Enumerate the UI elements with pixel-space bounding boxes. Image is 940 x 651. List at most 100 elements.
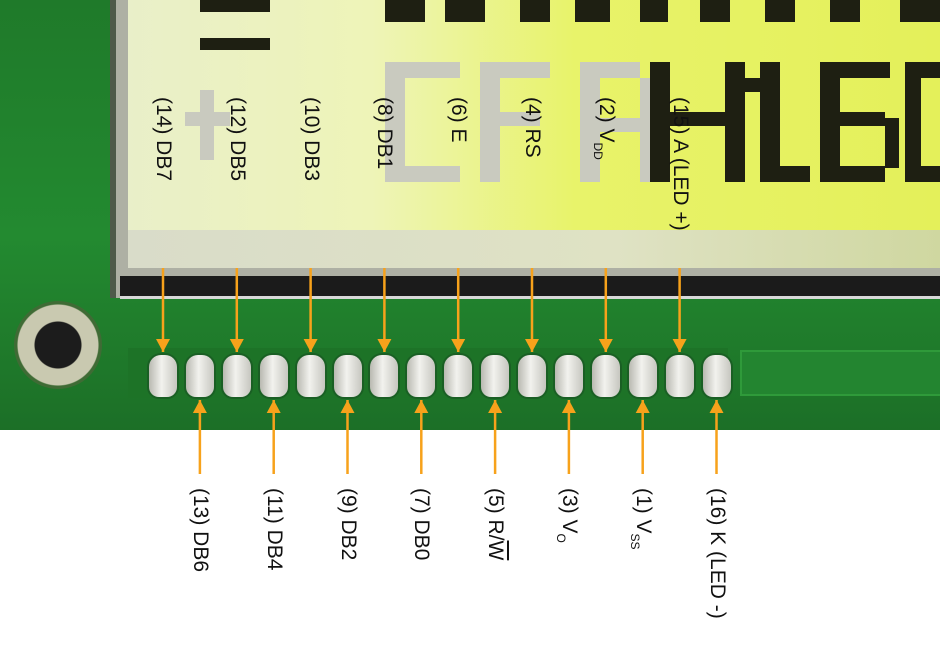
connector-pin	[665, 355, 694, 397]
pin-label-bottom: (9) DB2	[336, 488, 360, 560]
connector-pin	[702, 355, 731, 397]
pin-label-text: (15) A (LED +)	[668, 97, 692, 231]
pin-label-top: (15) A (LED +)	[668, 97, 692, 231]
lcd-pixel-block	[200, 38, 270, 50]
connector-pin	[591, 355, 620, 397]
pin-label-text: (12) DB5	[225, 97, 249, 182]
lcd-pixel-block	[725, 62, 745, 182]
pin-label-bottom: (1) VSS	[628, 488, 655, 550]
pin-arrow-head	[635, 400, 650, 413]
pin-label-subscript: O	[553, 533, 568, 543]
pin-label-text: (1) V	[631, 488, 655, 534]
pin-arrow-head	[414, 400, 429, 413]
pin-label-bottom: (3) VO	[554, 488, 581, 543]
pin-label-text: (9) DB2	[336, 488, 360, 561]
pin-label-bottom: (7) DB0	[409, 488, 433, 560]
pin-arrow-head	[192, 400, 207, 413]
lcd-pixel-block	[445, 0, 485, 22]
pin-label-text: (4) RS	[521, 97, 544, 158]
pin-label-bottom: (13) DB6	[188, 488, 212, 572]
lcd-pixel-block	[385, 62, 405, 182]
pin-label-top: (12) DB5	[225, 97, 249, 181]
pin-label-top: (2) VDD	[591, 97, 618, 160]
pin-arrow-head	[156, 339, 170, 352]
pin-label-subscript: DD	[590, 142, 605, 160]
pin-label-text: (16) K (LED -)	[705, 488, 729, 619]
lcd-pixel-block	[885, 118, 899, 168]
lcd-pixel-block	[840, 166, 885, 182]
pcb-trace-area	[740, 350, 940, 396]
pin-label-top: (14) DB7	[151, 97, 175, 181]
pin-label-bottom: (5) R/W	[483, 488, 507, 560]
pin-arrow-head	[303, 339, 318, 352]
lcd-pixel-block	[905, 166, 940, 182]
lcd-lower-band	[128, 230, 940, 268]
lcd-pixel-block	[385, 0, 425, 22]
pin-arrow-head	[598, 339, 613, 352]
lcd-pixel-block	[905, 78, 921, 182]
lcd-pixel-block	[650, 62, 670, 182]
lcd-pixel-block	[700, 0, 730, 22]
mounting-hole	[14, 301, 102, 389]
connector-pin	[554, 355, 583, 397]
pin-label-text: (6) E	[447, 97, 471, 143]
pin-label-text: (14) DB7	[152, 97, 175, 182]
pin-label-text: (7) DB0	[410, 488, 434, 561]
lcd-pixel-block	[840, 62, 890, 78]
connector-pin	[518, 355, 546, 397]
pin-arrow-head	[229, 339, 244, 352]
pin-arrow-head	[451, 339, 466, 352]
lcd-pixel-block	[185, 112, 230, 126]
connector-pin	[149, 355, 177, 397]
pin-label-top: (8) DB1	[372, 97, 396, 169]
pin-label-text: (3) V	[557, 488, 581, 534]
pin-label-top: (4) RS	[520, 97, 544, 158]
connector-pin	[370, 355, 399, 397]
connector-pin	[259, 355, 288, 397]
pin-label-text: (5) R/	[484, 488, 508, 541]
lcd-pixel-block	[830, 0, 860, 22]
lcd-pixel-block	[745, 78, 760, 92]
pin-arrow-head	[377, 339, 392, 352]
lcd-pixel-block	[500, 62, 550, 78]
connector-pin	[444, 355, 473, 397]
connector-pin	[185, 355, 214, 397]
pin-arrow-head	[340, 400, 355, 413]
lcd-pixel-block	[820, 62, 840, 182]
pin-label-bottom: (16) K (LED -)	[705, 488, 729, 619]
lcd-pixel-block	[580, 62, 600, 182]
pin-label-text: (8) DB1	[373, 97, 397, 170]
lcd-pixel-block	[405, 62, 460, 78]
lcd-pixel-block	[405, 166, 460, 182]
lcd-pixel-block	[520, 0, 550, 22]
lcd-pixel-block	[670, 112, 725, 126]
pin-label-text: (2) V	[594, 97, 618, 143]
connector-pin	[407, 355, 436, 397]
pin-arrow-head	[561, 400, 576, 413]
connector-pin	[481, 355, 510, 397]
pin-label-subscript: SS	[627, 533, 642, 550]
connector-pin	[628, 355, 657, 397]
pin-label-bottom: (11) DB4	[262, 488, 286, 570]
connector-pin	[333, 355, 362, 397]
pin-label-text: (10) DB3	[299, 97, 323, 182]
pin-arrow-head	[672, 339, 687, 352]
lcd-pixel-block	[600, 62, 640, 78]
pin-arrow-head	[525, 339, 539, 352]
connector-pin	[296, 355, 325, 397]
pin-arrow-head	[488, 400, 503, 413]
bezel-rail	[120, 276, 940, 299]
lcd-pixel-block	[905, 62, 940, 78]
lcd-pixel-block	[600, 118, 640, 132]
lcd-pixel-block	[760, 62, 780, 182]
lcd-pixel-block	[575, 0, 610, 22]
pin-label-text: (11) DB4	[262, 488, 286, 571]
pin-arrow-head	[709, 400, 724, 413]
connector-pin	[222, 355, 251, 397]
lcd-pixel-block	[840, 112, 885, 126]
lcd-pixel-block	[900, 0, 940, 22]
lcd-pixel-block	[480, 62, 500, 182]
